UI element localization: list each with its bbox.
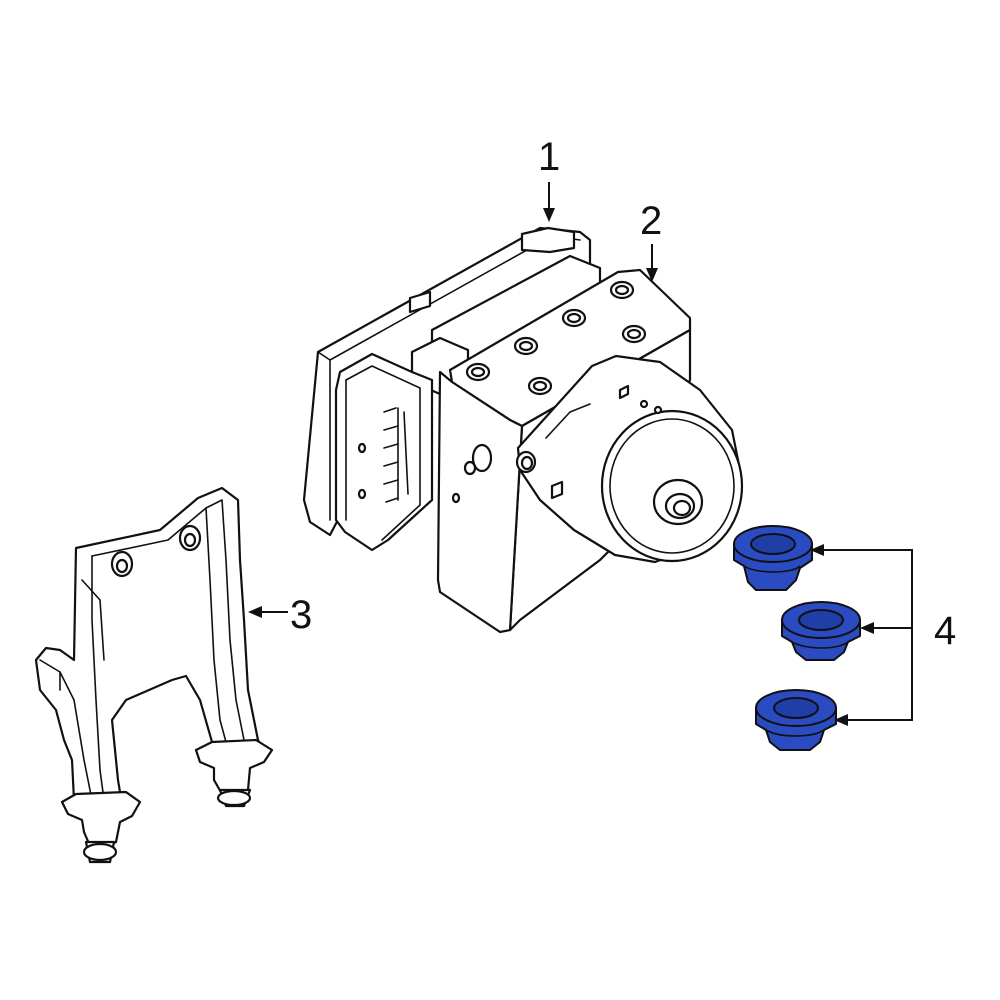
callout-1: 1	[538, 135, 560, 179]
callout-2: 2	[640, 199, 662, 243]
leader-3	[248, 606, 288, 618]
abs-bracket[interactable]	[34, 486, 274, 864]
abs-control-module[interactable]	[302, 226, 602, 552]
grommet-2[interactable]	[781, 601, 861, 661]
callout-3: 3	[290, 593, 312, 637]
callout-4: 4	[934, 609, 956, 653]
leader-4	[810, 544, 913, 726]
grommet-1[interactable]	[733, 525, 813, 591]
leader-2	[646, 244, 658, 282]
grommet-3[interactable]	[755, 689, 837, 751]
leader-1	[543, 182, 555, 222]
abs-hydraulic-unit[interactable]	[436, 268, 744, 634]
